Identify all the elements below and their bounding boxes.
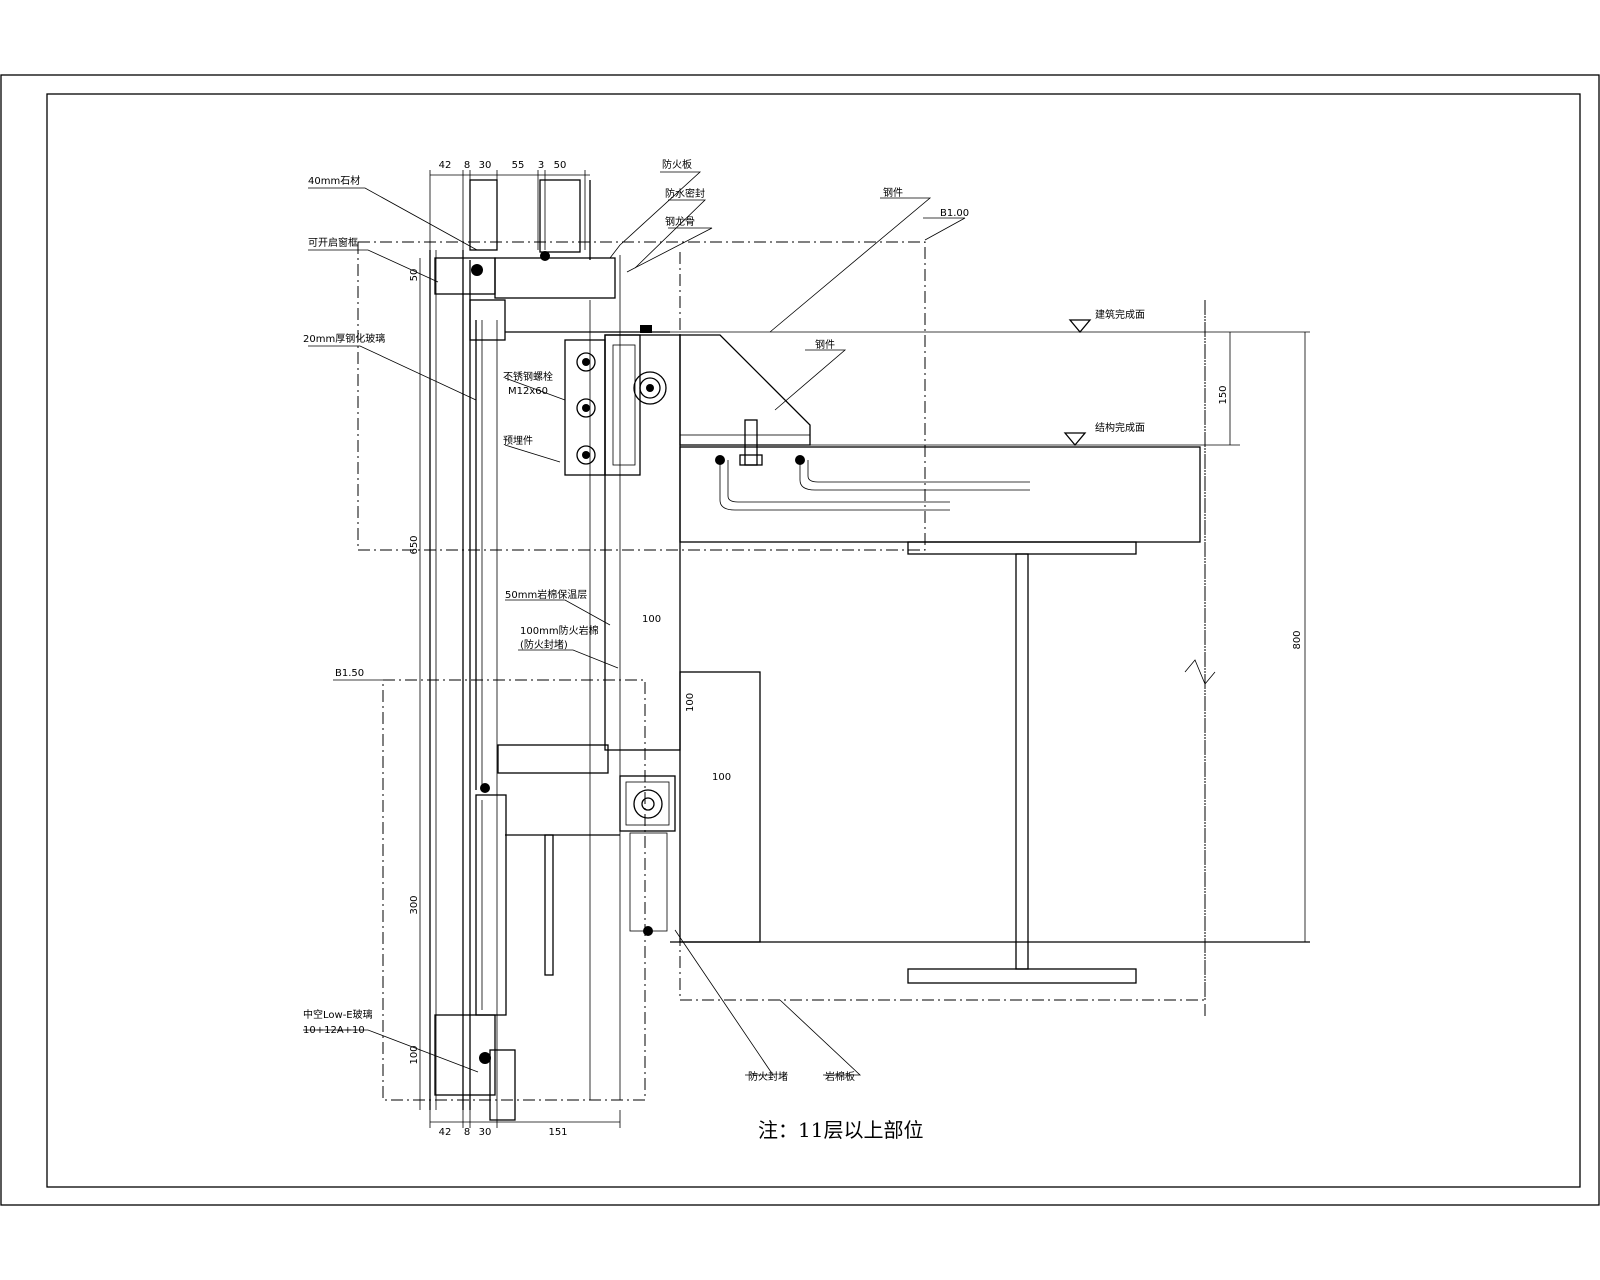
steel-bracket bbox=[679, 334, 811, 466]
label-mark-top: B1.00 bbox=[940, 208, 969, 219]
dim-left-650: 650 bbox=[409, 535, 420, 554]
label-fire-wool-2: (防火封堵) bbox=[520, 638, 568, 651]
top-dimension-chain: 42 8 30 55 3 50 bbox=[429, 160, 590, 260]
rock-wool-insulation bbox=[604, 325, 761, 943]
label-connector: 钢件 bbox=[815, 338, 835, 351]
dim-bottom-42: 42 bbox=[439, 1127, 452, 1138]
label-bottom-glass-1: 中空Low-E玻璃 bbox=[303, 1008, 373, 1021]
label-stone-40: 40mm石材 bbox=[308, 174, 360, 187]
stone-panel-top bbox=[469, 179, 591, 260]
leader-lines bbox=[303, 171, 966, 1076]
label-rock-wool: 50mm岩棉保温层 bbox=[505, 588, 587, 601]
dim-insulation-b: 100 bbox=[685, 693, 696, 712]
label-bottom-glass-2: 10+12A+10 bbox=[303, 1025, 365, 1036]
dim-insulation-a: 100 bbox=[642, 614, 661, 625]
label-glass-20: 20mm厚钢化玻璃 bbox=[303, 332, 385, 345]
bottom-dimension-chain: 42 8 30 151 bbox=[429, 1110, 621, 1138]
label-finish-floor: 建筑完成面 bbox=[1095, 308, 1145, 321]
steel-i-beam bbox=[907, 541, 1137, 984]
dim-top-42: 42 bbox=[439, 160, 452, 171]
curtain-wall-column bbox=[429, 250, 670, 1121]
drawing-note: 注：11层以上部位 bbox=[758, 1118, 923, 1142]
detail-outlines bbox=[357, 241, 1206, 1101]
label-steel-part: 钢件 bbox=[883, 186, 903, 199]
embedded-plate bbox=[564, 339, 606, 476]
bottom-fixing bbox=[619, 775, 1310, 943]
dim-top-3: 3 bbox=[538, 160, 544, 171]
dim-left-300: 300 bbox=[409, 895, 420, 914]
label-joist: 钢龙骨 bbox=[665, 215, 695, 228]
label-rock-bottom: 岩棉板 bbox=[825, 1070, 855, 1083]
dim-top-8: 8 bbox=[464, 160, 470, 171]
annotations: 40mm石材 可开启窗框 20mm厚钢化玻璃 不锈钢螺栓 M12x60 预埋件 … bbox=[303, 158, 969, 1083]
dim-insulation-c: 100 bbox=[712, 772, 731, 783]
label-bolt-1: 不锈钢螺栓 bbox=[503, 370, 553, 383]
sheet-frame bbox=[0, 74, 1600, 1206]
dim-left-50: 50 bbox=[409, 269, 420, 282]
dim-top-50: 50 bbox=[554, 160, 567, 171]
label-struct-floor: 结构完成面 bbox=[1095, 421, 1145, 434]
dim-left-100: 100 bbox=[409, 1045, 420, 1064]
dim-bottom-8: 8 bbox=[464, 1127, 470, 1138]
label-fire-wool-1: 100mm防火岩棉 bbox=[520, 624, 599, 637]
dim-top-55: 55 bbox=[512, 160, 525, 171]
left-dimensions: 50 650 300 100 bbox=[409, 258, 421, 1110]
dim-bottom-151: 151 bbox=[548, 1127, 567, 1138]
dim-right-800: 800 bbox=[1292, 630, 1303, 649]
concrete-slab bbox=[679, 446, 1201, 543]
dim-right-150: 150 bbox=[1218, 385, 1229, 404]
label-bolt-2: M12x60 bbox=[508, 386, 548, 397]
label-mark-mid: B1.50 bbox=[335, 668, 364, 679]
label-window-frame: 可开启窗框 bbox=[308, 236, 358, 249]
dim-top-30: 30 bbox=[479, 160, 492, 171]
label-seal-bottom: 防火封堵 bbox=[748, 1070, 788, 1083]
label-fire-board: 防火板 bbox=[662, 158, 692, 171]
right-dimensions: 150 800 bbox=[1184, 332, 1306, 942]
label-embed: 预埋件 bbox=[503, 435, 533, 447]
dim-bottom-30: 30 bbox=[479, 1127, 492, 1138]
label-seal: 防水密封 bbox=[665, 187, 705, 200]
level-lines: 建筑完成面 结构完成面 bbox=[610, 308, 1310, 447]
